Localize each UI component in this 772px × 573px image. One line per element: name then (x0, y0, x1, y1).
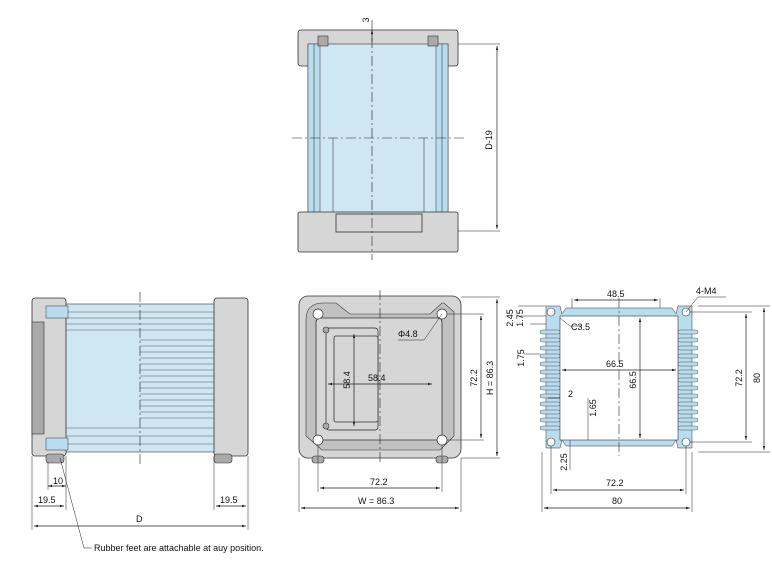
profile-dim-72-2-bottom: 72.2 (606, 478, 624, 488)
front-dim-phi: Φ4.8 (398, 329, 418, 339)
front-dim-72-2-h: 72.2 (370, 477, 388, 487)
profile-dim-66-5-v: 66.5 (628, 371, 638, 389)
profile-dim-1-75a: 1.75 (515, 309, 525, 327)
profile-dim-2-45: 2.45 (505, 309, 515, 327)
side-dim-d: D (136, 514, 143, 524)
front-dim-h: H = 86.3 (485, 361, 495, 395)
profile-dim-48-5: 48.5 (607, 289, 625, 299)
profile-dim-72-2-right: 72.2 (734, 369, 744, 387)
profile-view: 48.5 4-M4 2.45 1.75 C3.5 1.75 66.5 66.5 … (505, 286, 770, 512)
profile-dim-66-5-h: 66.5 (606, 359, 624, 369)
side-view: 10 19.5 19.5 D (31, 292, 249, 549)
profile-dim-1-75b: 1.75 (516, 349, 526, 367)
rubber-feet-note: Rubber feet are attachable at auy positi… (94, 543, 264, 553)
side-dim-left: 19.5 (38, 495, 56, 505)
front-dim-72-2-v: 72.2 (469, 369, 479, 387)
profile-dim-c3-5: C3.5 (571, 322, 590, 332)
top-dim-d19: D-19 (484, 130, 494, 150)
front-dim-inner-h: 58.4 (368, 373, 386, 383)
side-dim-10: 10 (53, 476, 63, 486)
profile-dim-2: 2 (568, 389, 573, 399)
front-view: 58.4 58.4 Φ4.8 72.2 H = 86.3 72.2 W = 86… (298, 290, 500, 512)
top-dim-3: 3 (361, 17, 371, 22)
front-dim-w: W = 86.3 (358, 496, 394, 506)
profile-dim-2-25: 2.25 (559, 453, 569, 471)
side-dim-right: 19.5 (220, 495, 238, 505)
profile-dim-80-bottom: 80 (612, 496, 622, 506)
top-view: 3 D-19 (292, 17, 500, 260)
profile-dim-1-65: 1.65 (588, 399, 598, 417)
profile-dim-4m4: 4-M4 (696, 286, 717, 296)
profile-dim-80-right: 80 (752, 373, 762, 383)
front-dim-inner-v: 58.4 (342, 371, 352, 389)
